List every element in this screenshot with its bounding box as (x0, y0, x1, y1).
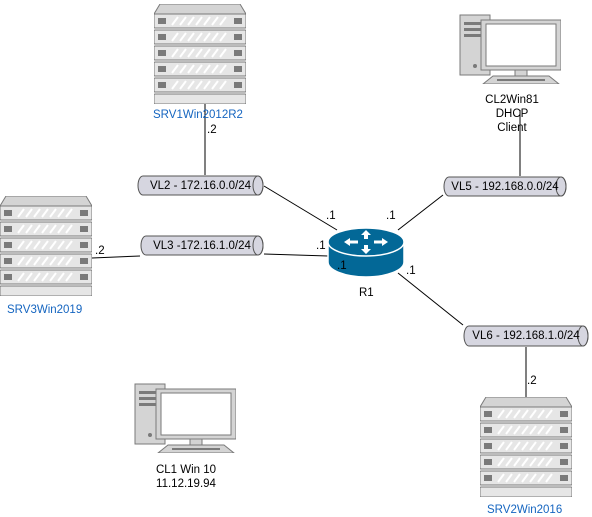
srv2-octet: .2 (527, 375, 537, 387)
cl1-label-line2: 11.12.19.94 (156, 478, 216, 490)
workstation-icon (134, 383, 236, 453)
vlan-vl2: VL2 - 172.16.0.0/24 (137, 175, 264, 196)
vl5-router-octet: .1 (386, 210, 396, 222)
vl6-router-octet: .1 (406, 265, 416, 277)
vlan-vl6-label: VL6 - 192.168.1.0/24 (472, 330, 580, 342)
link-srv3-vl3 (91, 255, 141, 259)
srv3-octet: .2 (95, 245, 105, 257)
srv1-label: SRV1Win2012R2 (153, 109, 243, 121)
vl2-router-octet: .1 (326, 210, 336, 222)
workstation-icon (459, 14, 561, 84)
router-icon (327, 227, 405, 278)
vlan-vl5: VL5 - 192.168.0.0/24 (443, 176, 567, 197)
vl3-router-octet-a: .1 (316, 240, 326, 252)
server-icon (0, 196, 92, 296)
link-vl5-r1 (397, 194, 444, 231)
vlan-vl3: VL3 -172.16.1.0/24 (140, 235, 264, 256)
cl2-label-line1: CL2Win81 (485, 94, 539, 106)
link-vl3-r1 (263, 253, 329, 257)
cl1-label-line1: CL1 Win 10 (155, 464, 217, 476)
vlan-vl2-label: VL2 - 172.16.0.0/24 (149, 179, 252, 192)
srv3-label: SRV3Win2019 (7, 304, 83, 316)
server-icon (480, 397, 572, 497)
link-vl2-r1 (263, 185, 338, 231)
link-r1-vl6 (397, 272, 464, 326)
vlan-vl6: VL6 - 192.168.1.0/24 (463, 325, 589, 347)
server-icon (154, 4, 246, 104)
srv2-label: SRV2Win2016 (487, 504, 563, 516)
vlan-vl5-label: VL5 - 192.168.0.0/24 (451, 180, 559, 193)
cl2-label-line2: DHCP (495, 108, 529, 120)
srv1-octet: .2 (207, 124, 217, 136)
router-label: R1 (359, 287, 374, 299)
vl3-router-octet-b: .1 (337, 260, 347, 272)
vlan-vl3-label: VL3 -172.16.1.0/24 (153, 239, 251, 252)
cl2-label-line3: Client (497, 122, 527, 134)
